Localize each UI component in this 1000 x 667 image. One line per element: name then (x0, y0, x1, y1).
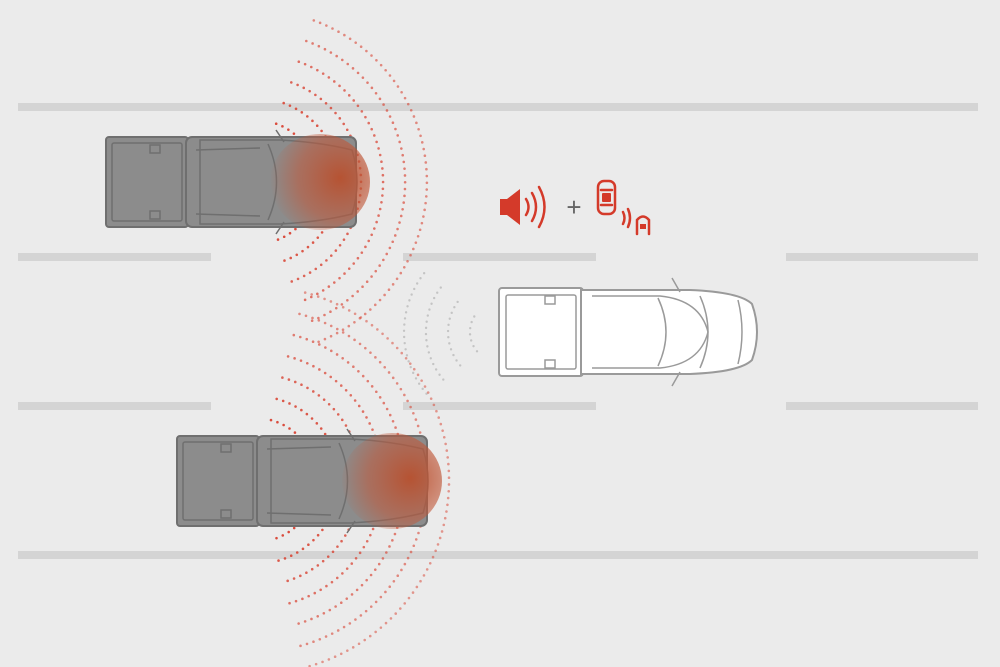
sonar-waves-own-vehicle (402, 269, 479, 395)
lane-line-solid (18, 103, 978, 111)
lane-markings (18, 103, 978, 559)
lane-line-dash (786, 402, 978, 410)
warning-glow (270, 134, 370, 230)
alert-indicator: + (500, 179, 651, 236)
speaker-icon (500, 185, 546, 229)
car-warning-icon (596, 179, 651, 236)
lane-line-dash (403, 402, 596, 410)
lane-line-solid (18, 551, 978, 559)
own-vehicle-truck (498, 277, 758, 387)
sonar-arc (305, 39, 407, 325)
sonar-arc (312, 19, 429, 345)
sonar-arc (402, 269, 428, 395)
lane-line-dash (18, 253, 211, 261)
lane-line-dash (786, 253, 978, 261)
approaching-truck-top (105, 129, 370, 235)
sonar-arc (468, 311, 479, 353)
sonar-arc (446, 297, 462, 367)
lane-line-dash (18, 402, 211, 410)
sonar-arc (297, 60, 385, 304)
sonar-arc (286, 355, 385, 605)
sonar-arc (281, 376, 363, 584)
lane-line-dash (403, 253, 596, 261)
sonar-arc (424, 283, 445, 381)
plus-icon: + (566, 192, 581, 222)
warning-glow (342, 433, 442, 529)
approaching-truck-bottom (176, 428, 442, 534)
